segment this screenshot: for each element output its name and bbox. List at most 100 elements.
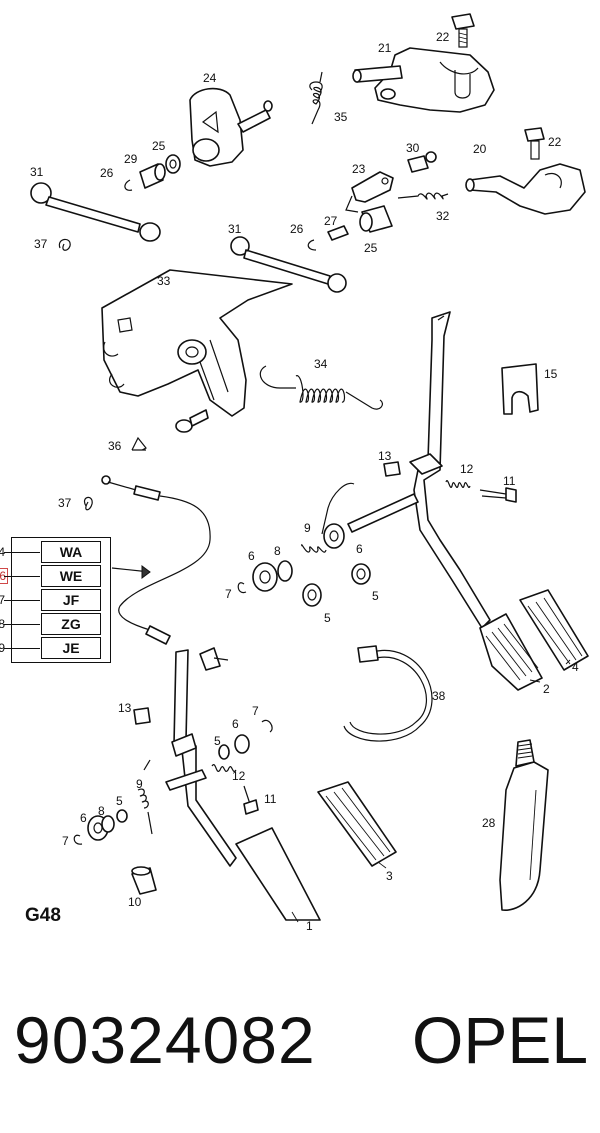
callout-6: 6 bbox=[232, 717, 239, 731]
part-36-clip bbox=[131, 436, 147, 451]
part-38-strap bbox=[343, 645, 433, 742]
pedal-shaft bbox=[347, 493, 419, 533]
callout-6: 6 bbox=[356, 542, 363, 556]
part-12-spring-b bbox=[211, 764, 237, 772]
callout-10: 10 bbox=[128, 895, 142, 909]
callout-5: 5 bbox=[116, 794, 123, 808]
callout-5: 5 bbox=[372, 589, 379, 603]
callout-8: 8 bbox=[274, 544, 281, 558]
callout-12: 12 bbox=[232, 769, 246, 783]
part-33-bolt bbox=[175, 409, 209, 433]
callout-27: 27 bbox=[324, 214, 338, 228]
code-row-number: 19 bbox=[0, 641, 5, 655]
code-row-code: WA bbox=[41, 541, 101, 563]
callout-25: 25 bbox=[364, 241, 378, 255]
code-row: 19 JE bbox=[0, 637, 110, 661]
variant-code-table: 14 WA 16 WE 17 JF 18 ZG 19 JE bbox=[0, 537, 111, 663]
part-8-washer-low bbox=[101, 815, 115, 833]
brand-name: OPEL bbox=[412, 1003, 589, 1077]
code-row-leader bbox=[4, 624, 40, 625]
callout-11: 11 bbox=[503, 474, 516, 488]
callout-34: 34 bbox=[314, 357, 328, 371]
part-26-clip-a bbox=[124, 179, 133, 191]
code-row-leader bbox=[4, 648, 40, 649]
code-row-leader bbox=[4, 576, 40, 577]
callout-29: 29 bbox=[124, 152, 138, 166]
callout-7: 7 bbox=[225, 587, 232, 601]
callout-32: 32 bbox=[436, 209, 450, 223]
part-12-spring-a bbox=[445, 480, 471, 488]
part-31-rod-upper bbox=[30, 182, 161, 242]
pedal-pin-shaft bbox=[165, 769, 207, 791]
callout-37: 37 bbox=[58, 496, 72, 510]
code-row-number-highlighted: 16 bbox=[0, 568, 8, 584]
part-6-bushing-low bbox=[234, 734, 250, 754]
part-26-clip-b bbox=[307, 239, 317, 251]
part-bolt-pedal-top bbox=[199, 647, 229, 671]
callout-9: 9 bbox=[136, 777, 143, 791]
part-6-bushing-left bbox=[252, 562, 278, 592]
part-22-bolt-top bbox=[451, 13, 475, 48]
callout-2: 2 bbox=[543, 682, 550, 696]
callout-9: 9 bbox=[304, 521, 311, 535]
callout-12: 12 bbox=[460, 462, 474, 476]
code-row-leader bbox=[4, 600, 40, 601]
part-33-pedal-bracket bbox=[101, 269, 293, 417]
callout-23: 23 bbox=[352, 162, 366, 176]
leader-lines bbox=[291, 659, 571, 923]
code-row-code: ZG bbox=[41, 613, 101, 635]
part-8-washer-left bbox=[277, 560, 293, 582]
part-24-lever bbox=[189, 87, 273, 167]
callout-3: 3 bbox=[386, 869, 393, 883]
exploded-parts-diagram: 1 2 3 4 5 5 5 5 6 6 6 6 7 7 7 8 8 9 9 10… bbox=[30, 13, 589, 933]
part-20-bracket bbox=[465, 163, 586, 215]
callout-6: 6 bbox=[248, 549, 255, 563]
part-4-pedal-pad bbox=[519, 589, 589, 671]
callout-8: 8 bbox=[98, 804, 105, 818]
callout-25: 25 bbox=[152, 139, 166, 153]
part-37-clip-a bbox=[58, 238, 71, 251]
callout-13: 13 bbox=[118, 701, 132, 715]
code-row-code: JF bbox=[41, 589, 101, 611]
part-31-rod-lower bbox=[230, 236, 347, 293]
part-9-spring-lower bbox=[137, 759, 153, 835]
part-7-clip-low-right bbox=[261, 719, 273, 733]
part-1-accelerator-pedal bbox=[171, 649, 321, 921]
callout-26: 26 bbox=[100, 166, 114, 180]
part-7-clip-left bbox=[237, 582, 247, 594]
callout-6: 6 bbox=[80, 811, 87, 825]
callout-38: 38 bbox=[432, 689, 446, 703]
part-30-cap bbox=[407, 151, 437, 173]
callout-35: 35 bbox=[334, 110, 348, 124]
part-34-spring bbox=[259, 365, 384, 410]
part-27-pin bbox=[327, 225, 349, 241]
code-row: 18 ZG bbox=[0, 613, 110, 637]
part-25-bushing-b bbox=[359, 205, 393, 233]
code-row: 14 WA bbox=[0, 541, 110, 565]
code-row-number: 18 bbox=[0, 617, 5, 631]
part-6-bushing-upper bbox=[323, 523, 345, 549]
callout-31: 31 bbox=[30, 165, 44, 179]
part-29-bushing bbox=[139, 163, 166, 189]
part-5-washer-b bbox=[351, 563, 371, 585]
callout-33: 33 bbox=[157, 274, 171, 288]
callout-37: 37 bbox=[34, 237, 48, 251]
part-5-washer-a bbox=[302, 583, 322, 607]
callout-26: 26 bbox=[290, 222, 304, 236]
part-22-bolt-right bbox=[524, 127, 545, 160]
callout-5: 5 bbox=[214, 734, 221, 748]
part-25-washer-a bbox=[165, 154, 181, 174]
code-row: 16 WE bbox=[0, 565, 110, 589]
part-5-washer-d bbox=[116, 809, 128, 823]
callout-11: 11 bbox=[264, 792, 277, 806]
part-11-screw-a bbox=[479, 487, 517, 503]
code-row-code: JE bbox=[41, 637, 101, 659]
code-row-leader bbox=[4, 552, 40, 553]
part-32-spring bbox=[397, 192, 449, 200]
callout-22: 22 bbox=[436, 30, 450, 44]
part-35-spring bbox=[309, 71, 323, 125]
callout-30: 30 bbox=[406, 141, 420, 155]
part-5-washer-c bbox=[218, 744, 230, 760]
callout-5: 5 bbox=[324, 611, 331, 625]
code-row: 17 JF bbox=[0, 589, 110, 613]
